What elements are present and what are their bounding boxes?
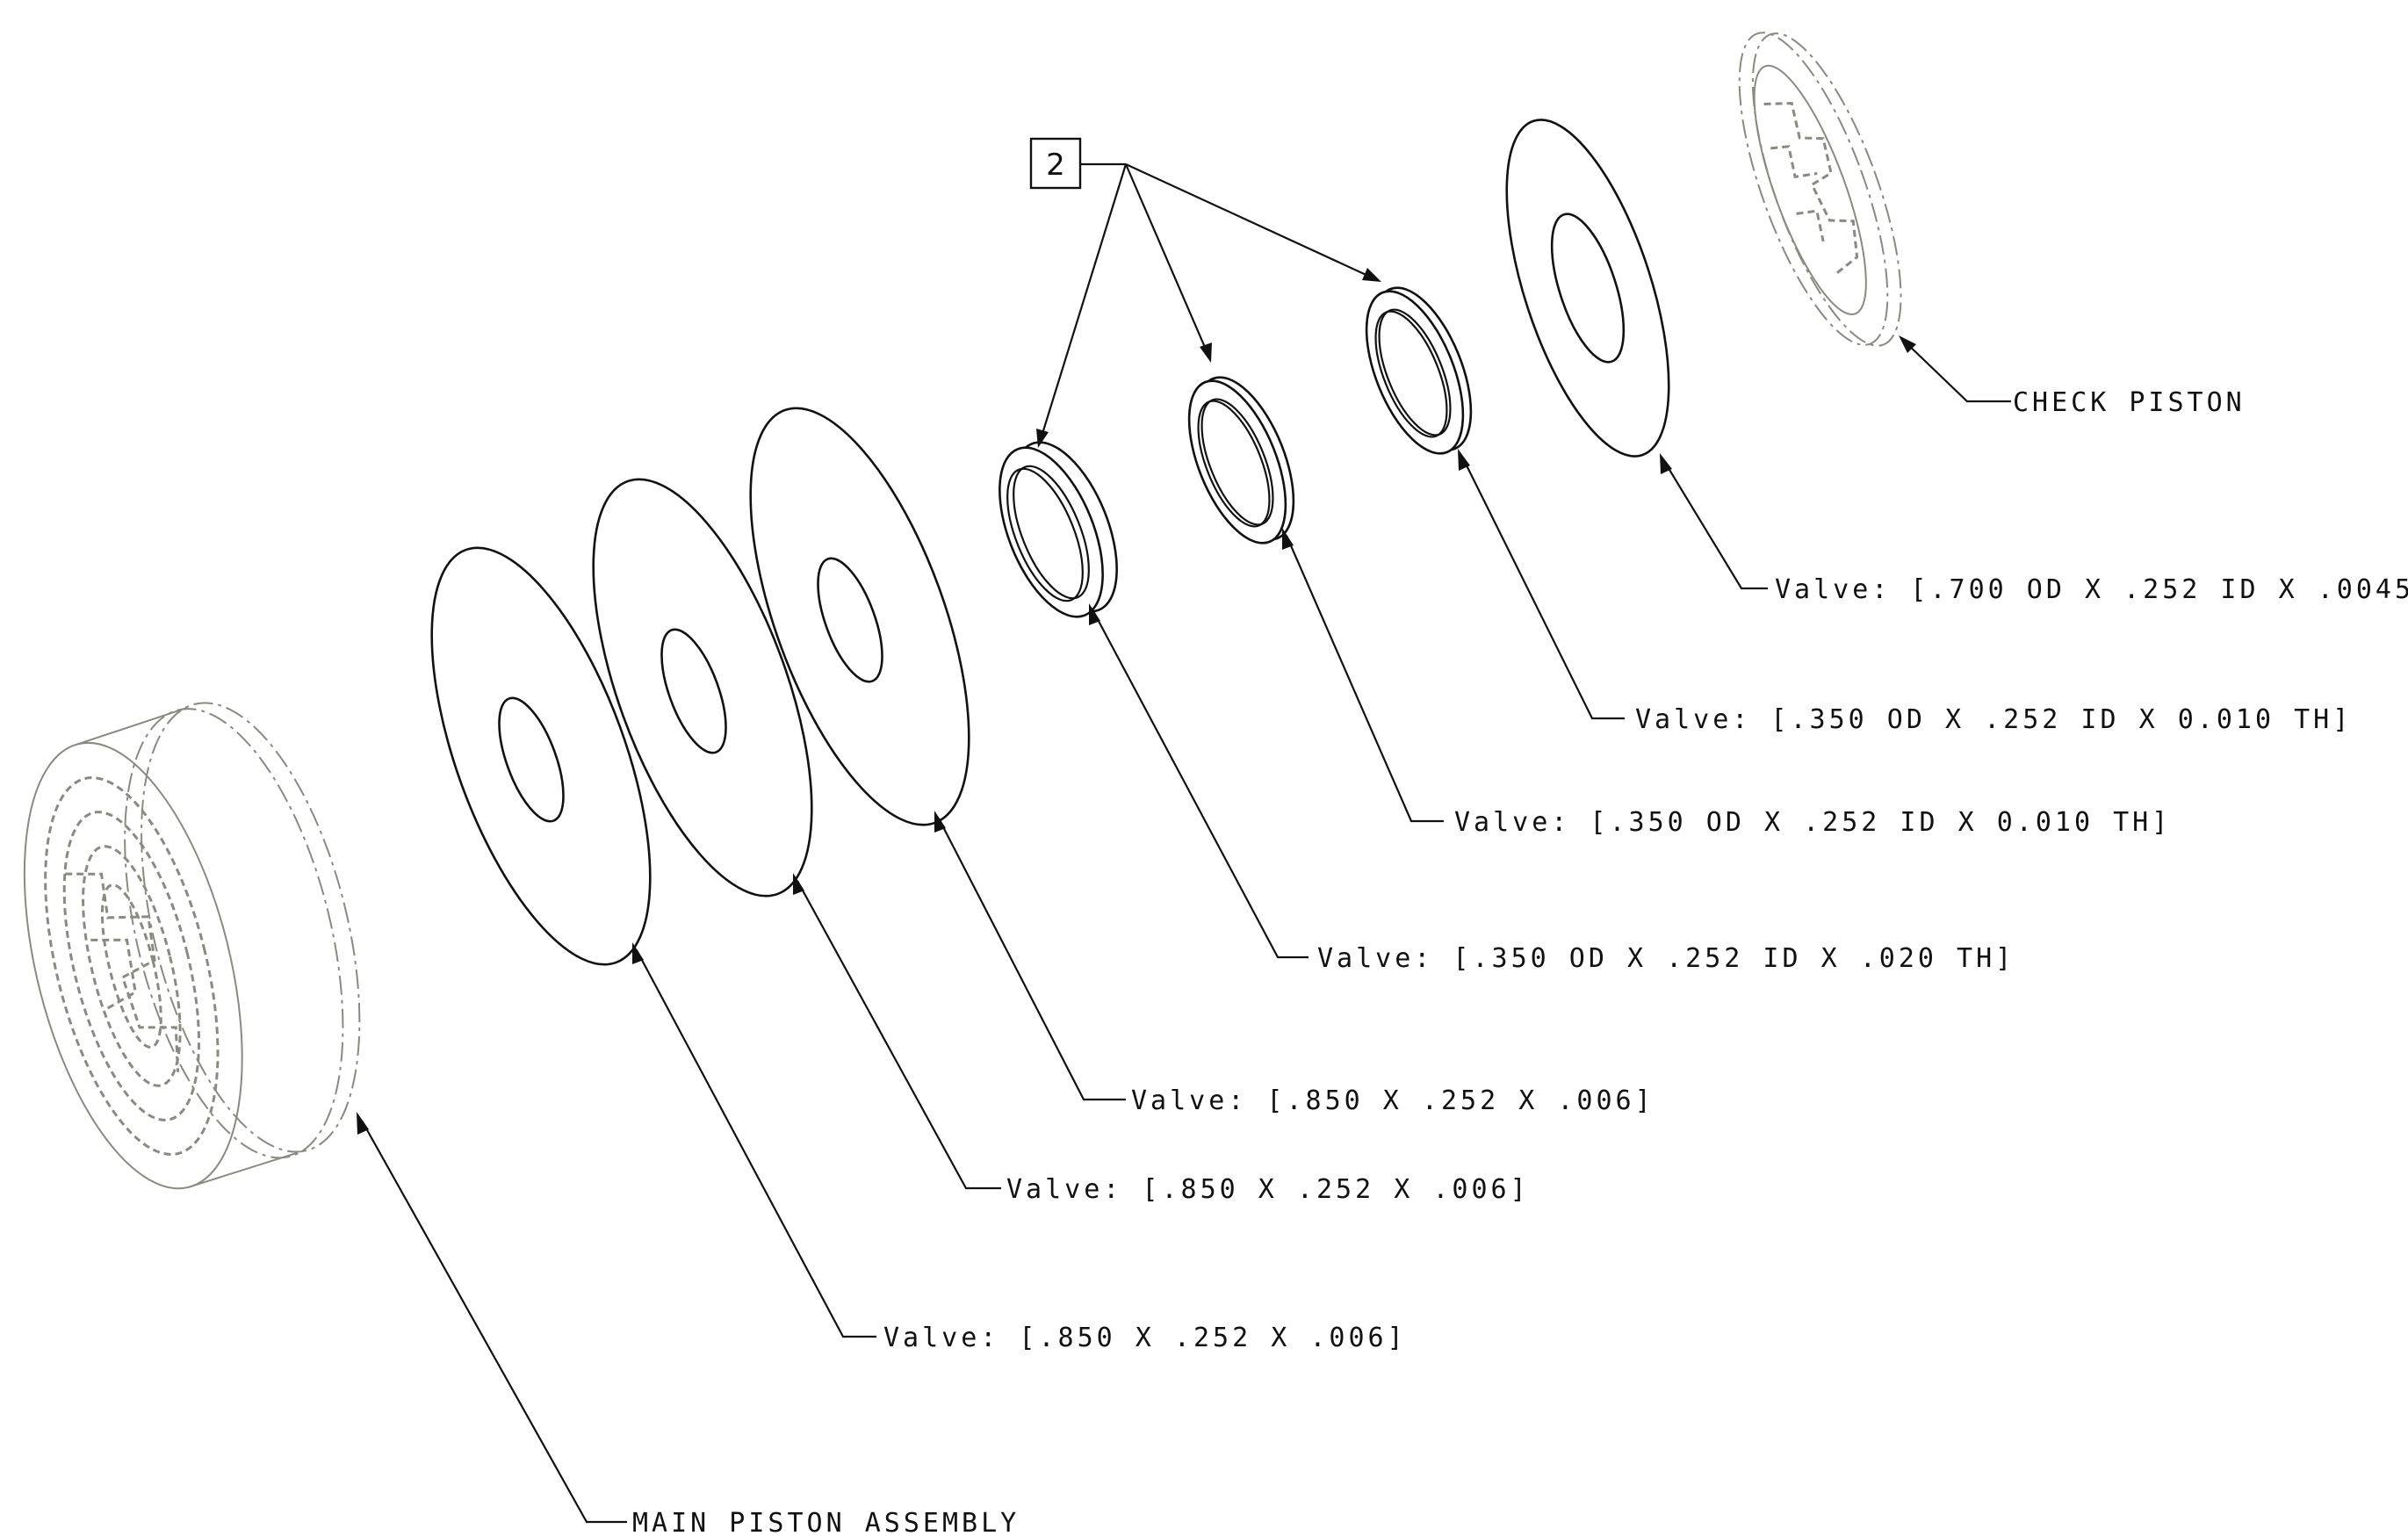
valve-disc-850-left <box>430 546 652 966</box>
valve-disc-850-middle <box>592 478 813 898</box>
valve-disc-700 <box>1505 119 1670 458</box>
leader-valve-350-left <box>1089 603 1309 959</box>
leader-valve-850-left <box>632 942 876 1338</box>
label-check-piston: CHECK PISTON <box>2013 387 2246 418</box>
label-valve-350-b: Valve: [.350 OD X .252 ID X 0.010 TH] <box>1454 807 2171 838</box>
item-callout-2: 2 <box>1029 137 1381 448</box>
check-piston-part <box>1738 32 1902 347</box>
label-valve-350-a: Valve: [.350 OD X .252 ID X 0.010 TH] <box>1635 704 2352 735</box>
label-valve-700: Valve: [.700 OD X .252 ID X .0045 TH] <box>1775 574 2408 605</box>
valve-washer-350-left <box>999 441 1118 618</box>
label-valve-850-c: Valve: [.850 X .252 X .006] <box>883 1323 1407 1353</box>
valve-washer-350-right <box>1365 286 1473 455</box>
label-valve-350-c: Valve: [.350 OD X .252 ID X .020 TH] <box>1317 943 2015 974</box>
valve-washer-350-middle <box>1187 376 1295 544</box>
leader-check-piston <box>1899 335 2011 403</box>
leader-valve-850-middle <box>793 873 1001 1190</box>
leader-valve-350-right <box>1458 449 1625 720</box>
main-piston-assembly-part <box>23 702 361 1190</box>
leader-valve-700 <box>1660 453 1768 590</box>
label-valve-850-a: Valve: [.850 X .252 X .006] <box>1131 1085 1655 1116</box>
leader-valve-850-right <box>934 811 1126 1101</box>
item-number-text: 2 <box>1046 148 1065 183</box>
leader-valve-350-middle <box>1282 528 1444 823</box>
leader-main-piston <box>357 1112 627 1524</box>
label-main-piston-assembly: MAIN PISTON ASSEMBLY <box>632 1508 1020 1536</box>
label-valve-850-b: Valve: [.850 X .252 X .006] <box>1006 1174 1530 1205</box>
